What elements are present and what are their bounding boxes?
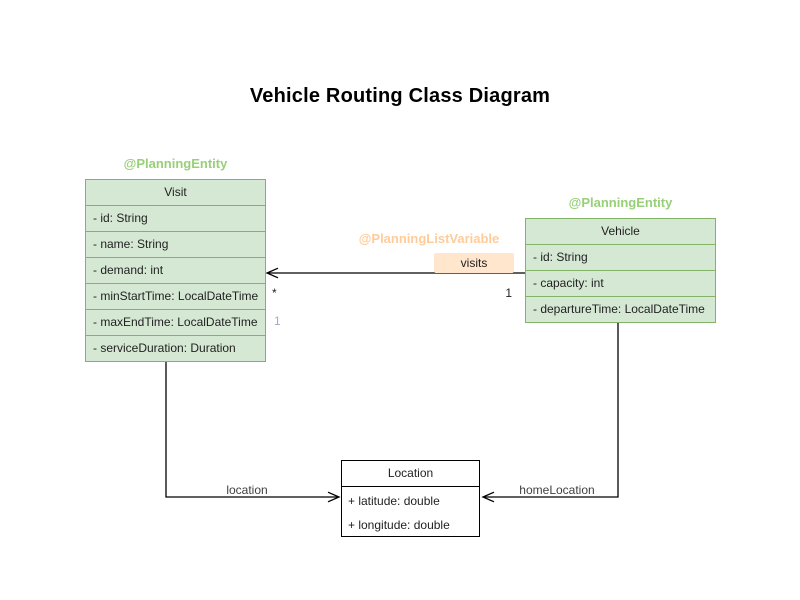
association-visits-line[interactable] [265,267,525,279]
class-attribute: - maxEndTime: LocalDateTime [86,310,265,336]
class-attribute: - demand: int [86,258,265,284]
class-attribute: - capacity: int [526,271,715,297]
class-attribute: - id: String [86,206,265,232]
visits-source-multiplicity: 1 [505,286,512,300]
class-attribute: + latitude: double [348,494,440,508]
visit-class-name: Visit [86,180,265,206]
diagram-title: Vehicle Routing Class Diagram [249,85,551,107]
visits-edge-label[interactable]: visits [434,253,514,273]
association-home-location-line[interactable] [481,322,619,503]
home-location-edge-label[interactable]: homeLocation [519,483,595,497]
visits-target-multiplicity: * [272,286,277,300]
association-location-line[interactable] [165,361,341,503]
class-attribute: - id: String [526,245,715,271]
vehicle-class-name: Vehicle [526,219,715,245]
class-attribute: - serviceDuration: Duration [93,341,236,355]
class-attribute: + longitude: double [348,518,450,532]
visit-stereotype-label: @PlanningEntity [123,156,228,171]
vehicle-class-box[interactable]: Vehicle - id: String - capacity: int - d… [525,218,716,323]
location-class-name: Location [342,461,479,487]
visit-class-box[interactable]: Visit - id: String - name: String - dema… [85,179,266,362]
location-class-box[interactable]: Location + latitude: double + longitude:… [341,460,480,537]
class-attribute: - departureTime: LocalDateTime [533,302,705,316]
class-attribute: - name: String [86,232,265,258]
visits-secondary-multiplicity: 1 [274,314,281,328]
class-attribute: - minStartTime: LocalDateTime [86,284,265,310]
location-edge-label[interactable]: location [226,483,268,497]
vehicle-stereotype-label: @PlanningEntity [568,195,673,210]
visits-stereotype-label: @PlanningListVariable [358,231,500,246]
